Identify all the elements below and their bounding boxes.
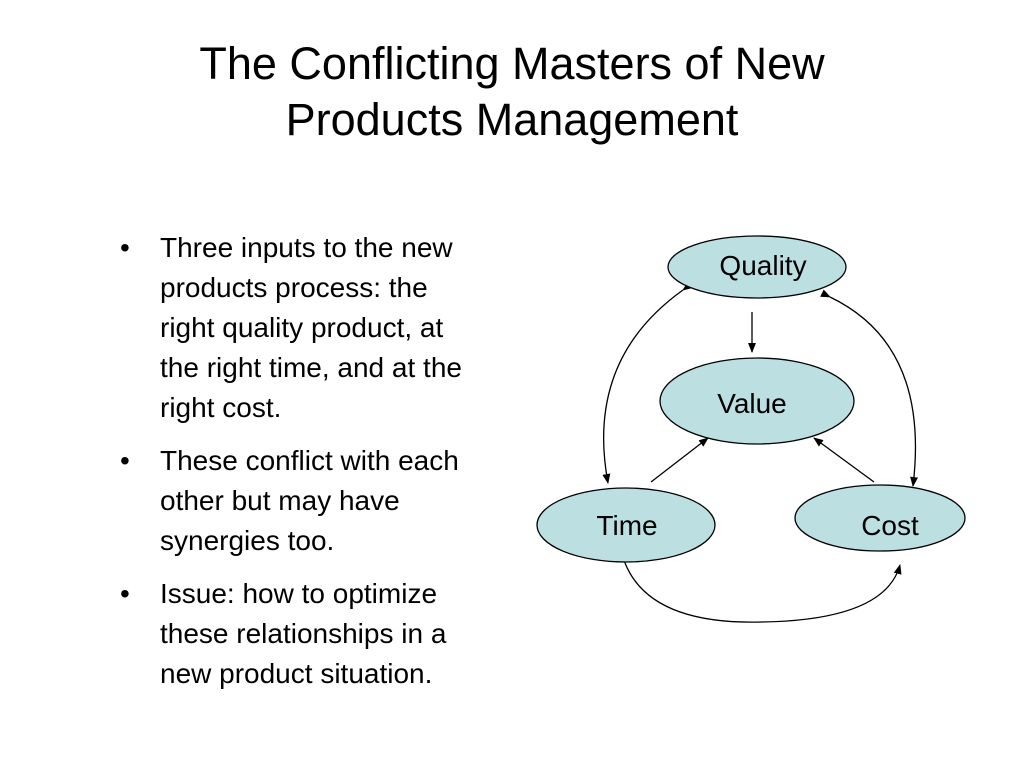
bullet-line: synergies too. (160, 525, 335, 556)
bullet-icon: • (120, 578, 130, 609)
arrow-time-to-value (650, 437, 709, 483)
node-value-label: Value (717, 388, 787, 419)
bullet-item-conflict: • These conflict with each other but may… (118, 441, 538, 561)
bullet-icon: • (120, 445, 130, 476)
node-value: Value (659, 357, 855, 445)
node-value-shape (659, 357, 855, 445)
slide-title: The Conflicting Masters of New Products … (60, 36, 964, 148)
bullet-line: products process: the (160, 272, 428, 303)
node-quality-shape (667, 235, 847, 299)
node-cost: Cost (794, 484, 966, 552)
bullet-list: • Three inputs to the new products proce… (118, 228, 538, 707)
node-quality-label: Quality (719, 250, 806, 281)
bullet-line: These conflict with each (160, 445, 459, 476)
bullet-line: right quality product, at (160, 312, 444, 343)
bullet-item-inputs: • Three inputs to the new products proce… (118, 228, 538, 428)
bullet-line: Issue: how to optimize (160, 578, 438, 609)
node-cost-shape (794, 484, 966, 552)
arrow-quality-cost (820, 289, 919, 487)
slide-title-line-2: Products Management (285, 94, 739, 145)
quality-time-cost-diagram: Quality Value Time Cost (536, 235, 966, 623)
node-cost-label: Cost (861, 510, 919, 541)
arrow-cost-to-value (813, 437, 875, 483)
node-time: Time (536, 487, 716, 563)
bullet-item-issue: • Issue: how to optimize these relations… (118, 574, 538, 694)
bullet-line: the right time, and at the (160, 352, 462, 383)
node-time-label: Time (596, 510, 657, 541)
node-time-shape (536, 487, 716, 563)
node-quality: Quality (667, 235, 847, 299)
bullet-line: these relationships in a (160, 618, 447, 649)
bullet-line: new product situation. (160, 658, 433, 689)
slide-title-line-1: The Conflicting Masters of New (199, 38, 825, 89)
arrow-quality-time (602, 281, 693, 484)
bullet-icon: • (120, 232, 130, 263)
bullet-line: right cost. (160, 392, 282, 423)
bullet-line: other but may have (160, 485, 400, 516)
arrow-time-cost (617, 553, 902, 623)
bullet-line: Three inputs to the new (160, 232, 453, 263)
